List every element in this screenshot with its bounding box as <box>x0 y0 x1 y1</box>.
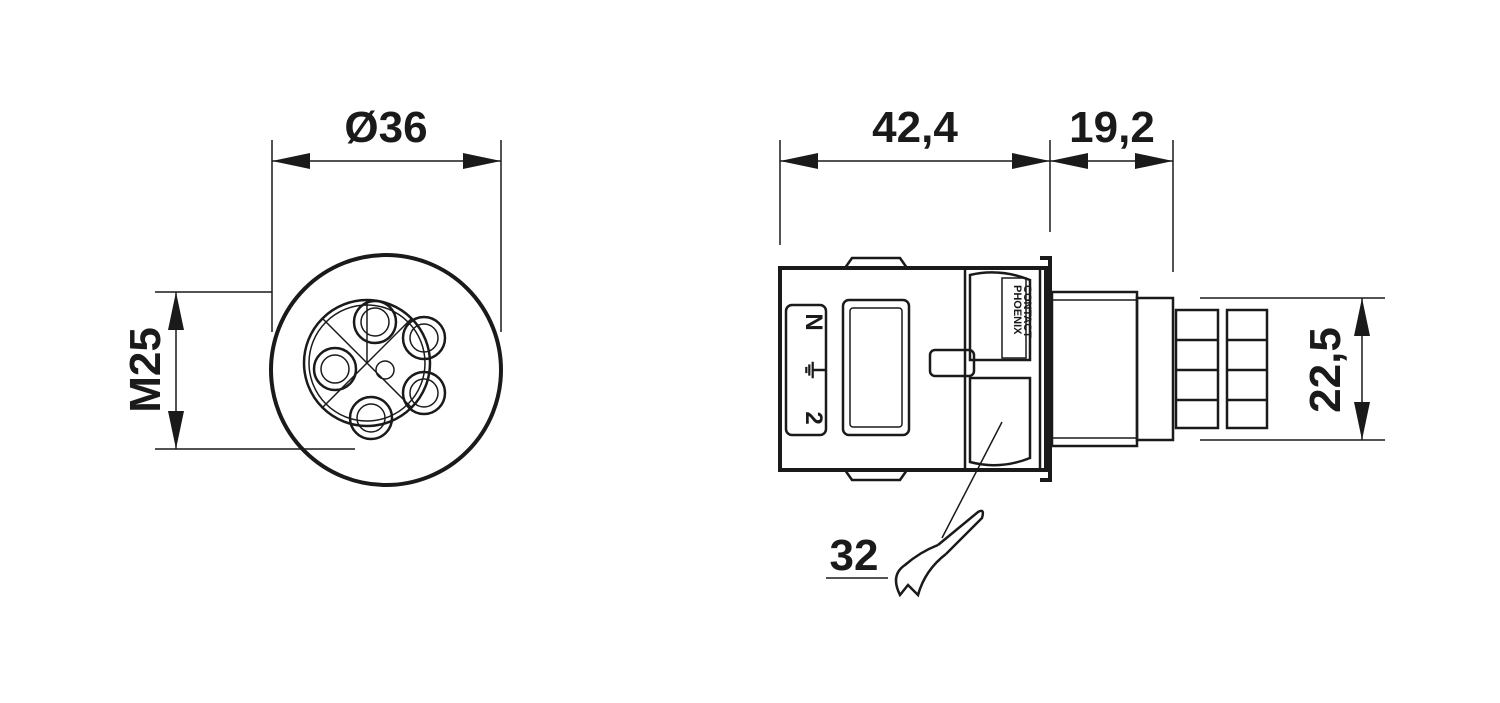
center-pin <box>375 360 395 380</box>
contact-pin-upper-right <box>401 315 447 361</box>
marking-2: 2 <box>800 411 827 424</box>
wrench-leader-line <box>941 421 1003 539</box>
diameter-label: Ø36 <box>344 103 427 152</box>
side-view: 42,4 19,2 N ⏚ 2 PHOENIX CONTACT <box>778 103 1385 598</box>
nut-length-label: 19,2 <box>1069 103 1155 152</box>
front-view: Ø36 M25 <box>121 103 503 487</box>
brand-logo-box <box>1001 277 1027 359</box>
wrench-size-label: 32 <box>830 531 879 580</box>
body-length-label: 42,4 <box>872 103 958 152</box>
gland-fingers <box>1174 308 1269 430</box>
arrowhead <box>780 153 818 169</box>
arrowhead <box>463 153 501 169</box>
release-lever <box>928 348 976 378</box>
arrowhead <box>1012 153 1050 169</box>
brand-logo-line1: PHOENIX <box>1011 285 1023 335</box>
marking-plate <box>784 303 828 437</box>
arrowhead <box>168 411 184 449</box>
wrench-head <box>894 543 947 598</box>
arrowhead <box>1135 153 1173 169</box>
locking-window <box>841 298 911 437</box>
contact-pin-left <box>312 346 358 392</box>
arrowhead <box>1354 402 1370 440</box>
locking-window-inner <box>849 307 903 428</box>
brand-logo-line2: CONTACT <box>1021 285 1033 338</box>
arrowhead <box>168 292 184 330</box>
outer-ring <box>269 253 503 487</box>
marking-n: N <box>800 313 827 330</box>
gland-nut <box>1135 296 1175 442</box>
contact-pin-bottom <box>348 395 394 441</box>
nut-flat-upper <box>968 271 1032 362</box>
flange <box>1040 256 1052 482</box>
housing-body <box>778 266 1048 472</box>
marking-ground: ⏚ <box>800 358 827 382</box>
nut-outline <box>965 266 1042 472</box>
arrowhead <box>272 153 310 169</box>
insert-ribs <box>321 300 413 409</box>
arrowhead <box>1050 153 1088 169</box>
arrowhead <box>1354 298 1370 336</box>
wrench-handle <box>937 509 985 555</box>
contact-pin-top <box>352 299 398 345</box>
contact-pin-lower-right <box>401 370 447 416</box>
cable-diameter-label: 22,5 <box>1301 327 1350 413</box>
nut-flat-lower <box>968 376 1032 467</box>
housing-top-ridge <box>843 256 909 269</box>
threaded-section <box>1050 290 1139 448</box>
housing-bottom-ridge <box>843 469 909 482</box>
thread-label: M25 <box>121 327 170 413</box>
